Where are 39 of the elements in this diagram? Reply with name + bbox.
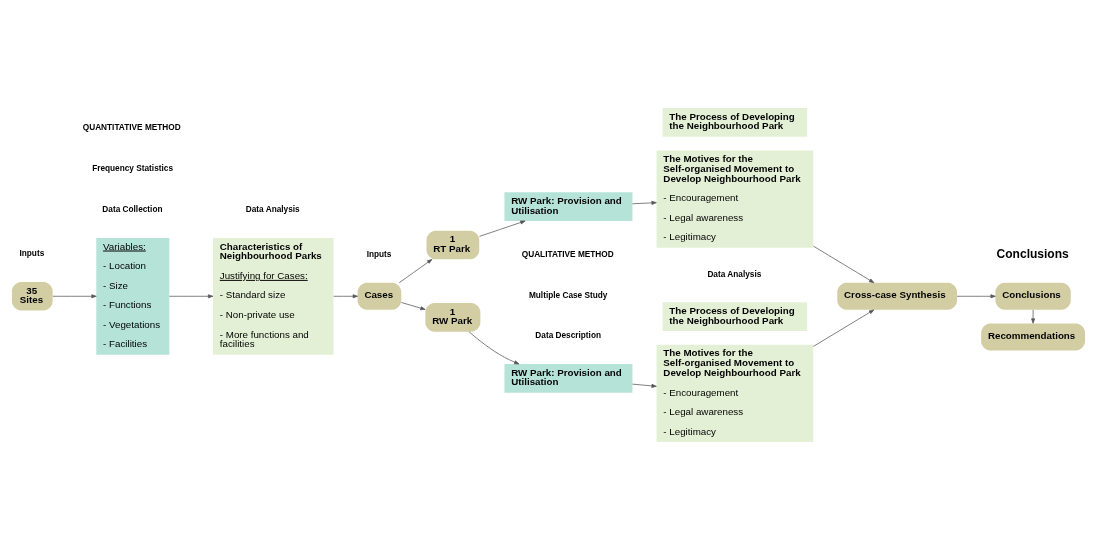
- arrow: [479, 220, 526, 237]
- arrow: [1031, 309, 1036, 324]
- arrow: [398, 259, 433, 284]
- arrow: [813, 309, 875, 347]
- node-box: 35 Sites: [11, 281, 53, 311]
- node-box: Cases: [357, 282, 402, 310]
- node-box: Recommendations: [981, 323, 1086, 351]
- node-box: RW Park: Provision and Utilisation: [504, 192, 633, 221]
- label: Inputs: [19, 249, 45, 259]
- label: Data Collection: [102, 204, 163, 214]
- arrow: [956, 294, 996, 299]
- label: QUALITATIVE METHOD: [521, 249, 614, 259]
- label: Frequency Statistics: [92, 164, 174, 174]
- label: Data Analysis: [245, 204, 300, 214]
- arrow: [401, 302, 426, 311]
- node-box: The Process of Developing the Neighbourhood Park: [662, 108, 808, 137]
- node-box: The Process of Developing the Neighbourhood Park: [662, 302, 808, 331]
- node-box: RW Park: Provision and Utilisation: [504, 364, 633, 393]
- node-box: Cross-case Synthesis: [837, 282, 958, 310]
- node-box: Characteristics of Neighbourhood Parks Justifying for Cases: - Standard size - Non-private use - More functions and facilities: [213, 237, 334, 355]
- label: QUANTITATIVE METHOD: [82, 123, 181, 133]
- arrow: [468, 331, 520, 365]
- arrow: [52, 294, 97, 299]
- label: Multiple Case Study: [528, 290, 608, 300]
- node-box: 1 RT Park: [426, 230, 480, 260]
- arrow: [632, 200, 657, 205]
- label: Data Description: [535, 331, 602, 341]
- label: Inputs: [366, 249, 392, 259]
- arrow: [168, 294, 214, 299]
- node-box: 1 RW Park: [425, 303, 481, 332]
- node-box: The Motives for the Self-organised Movement to Develop Neighbourhood Park - Encouragement - Legal awareness - Legitimacy: [656, 344, 814, 442]
- arrow: [333, 294, 358, 299]
- arrow: [632, 383, 657, 388]
- node-box: Variables: - Location - Size - Functions - Vegetations - Facilities: [96, 237, 170, 355]
- node-box: Conclusions: [995, 282, 1071, 310]
- label: Data Analysis: [707, 269, 762, 279]
- node-box: The Motives for the Self-organised Movement to Develop Neighbourhood Park - Encouragement - Legal awareness - Legitimacy: [656, 150, 814, 248]
- arrow: [813, 245, 875, 284]
- label: Conclusions: [996, 246, 1069, 261]
